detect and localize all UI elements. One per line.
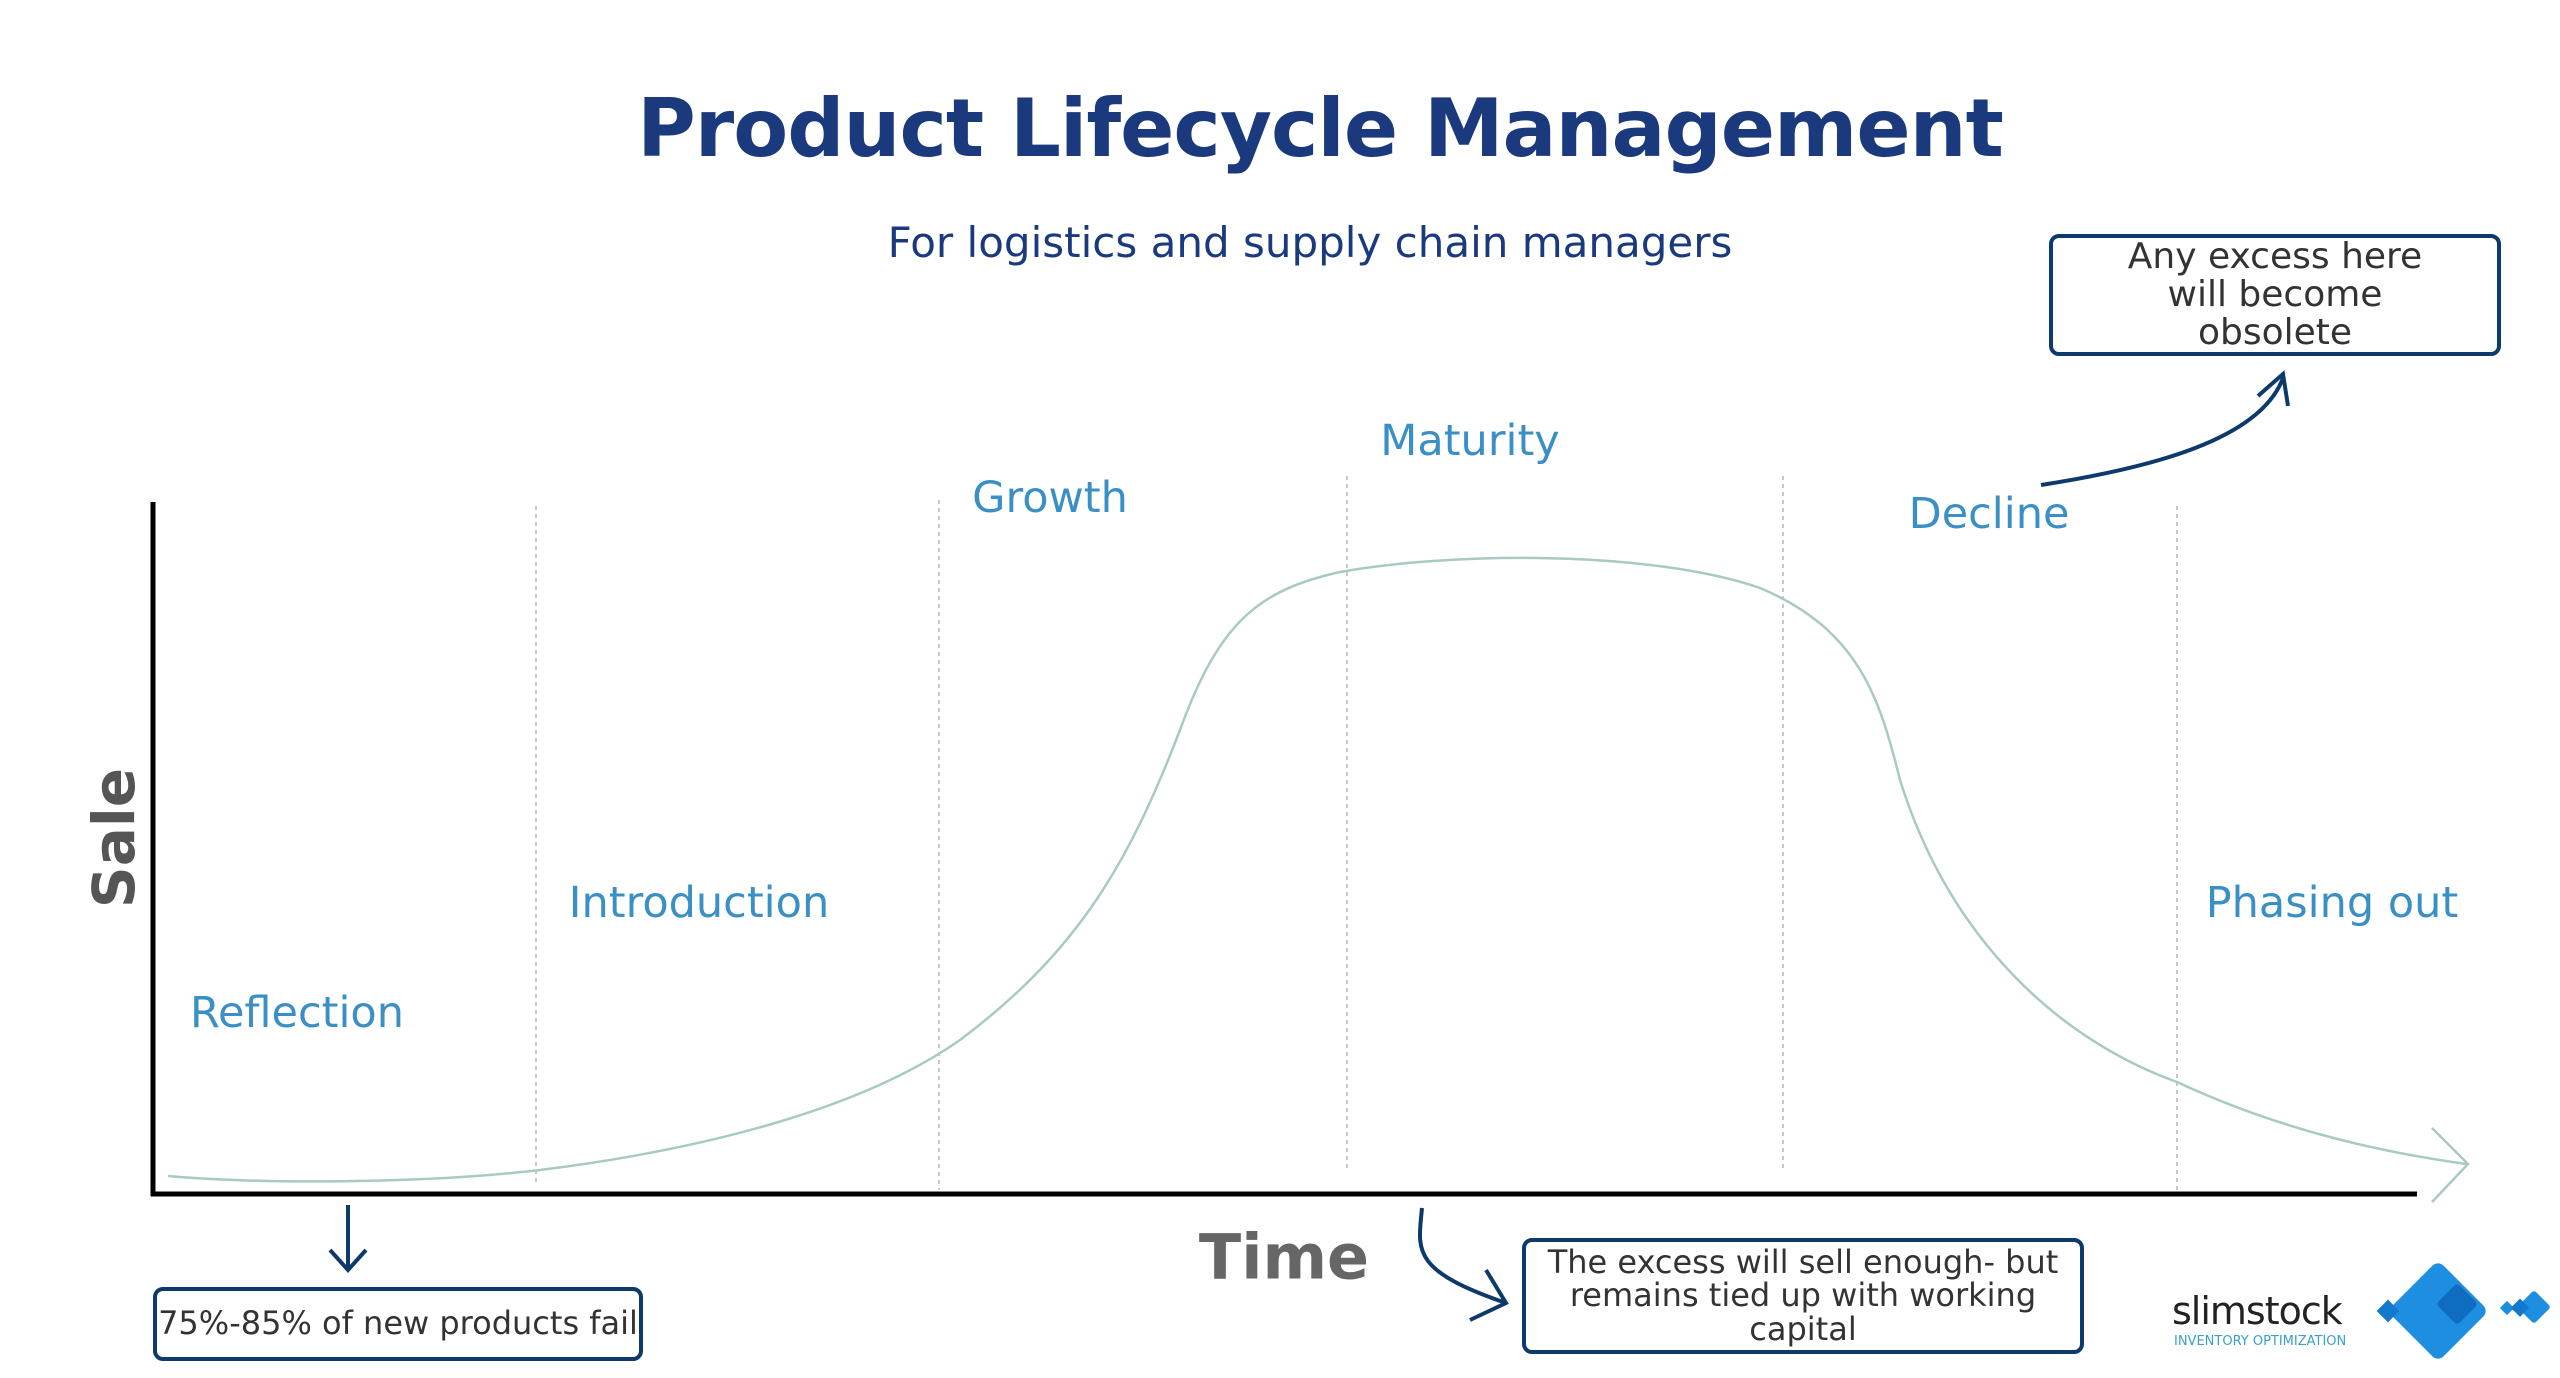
arrowhead — [2256, 370, 2290, 407]
stage-growth: Growth — [972, 473, 1128, 523]
callout-text: The excess will sell enough- but remains… — [1547, 1242, 2059, 1348]
stage-reflection: Reflection — [190, 988, 404, 1038]
arrow-to-obsolete — [2040, 377, 2285, 487]
callout-text: 75%-85% of new products fail — [158, 1304, 638, 1343]
stage-phasing-out: Phasing out — [2205, 878, 2459, 928]
x-axis-label: Time — [1198, 1220, 1370, 1294]
logo-diamonds-icon — [2376, 1263, 2550, 1359]
logo-wordmark: slimstock — [2172, 1289, 2343, 1333]
page-title: Product Lifecycle Management — [637, 82, 2004, 175]
logo-tagline: INVENTORY OPTIMIZATION — [2174, 1334, 2347, 1349]
arrowhead — [1469, 1268, 1509, 1322]
curve-arrowhead — [2431, 1127, 2470, 1203]
page-subtitle: For logistics and supply chain managers — [887, 218, 1733, 267]
callout-capital: The excess will sell enough- but remains… — [1522, 1238, 2084, 1354]
y-axis-label: Sale — [80, 767, 148, 909]
stage-dividers — [535, 476, 2178, 1190]
callout-fail: 75%-85% of new products fail — [153, 1287, 643, 1361]
callout-text: Any excess here will become obsolete — [2127, 236, 2423, 353]
stage-maturity: Maturity — [1380, 416, 1560, 466]
arrow-to-capital — [1417, 1207, 1507, 1305]
stage-introduction: Introduction — [568, 878, 830, 928]
stage-decline: Decline — [1908, 489, 2070, 539]
lifecycle-curve — [167, 556, 2467, 1183]
arrow-to-fail — [328, 1205, 368, 1273]
slimstock-logo: slimstock INVENTORY OPTIMIZATION — [2172, 1257, 2552, 1367]
callout-obsolete: Any excess here will become obsolete — [2049, 234, 2501, 356]
